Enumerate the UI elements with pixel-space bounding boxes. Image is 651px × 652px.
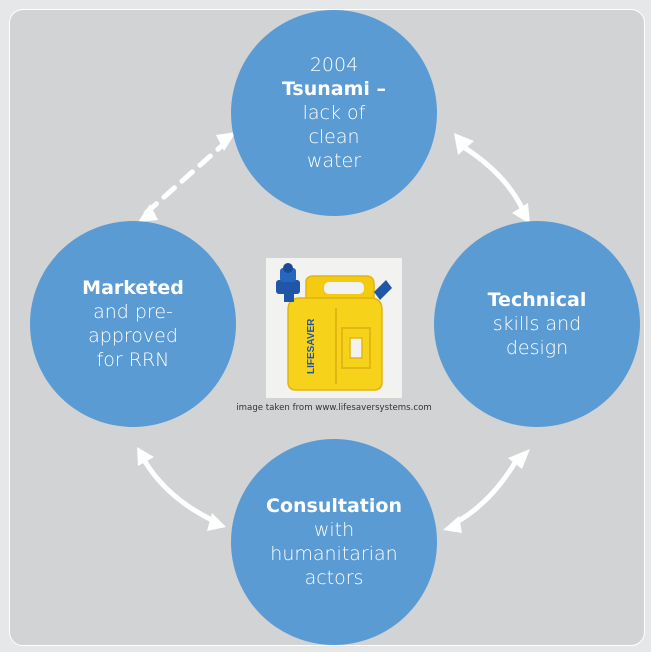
arrow-bottom-left: [141, 457, 215, 523]
node-technical: Technical skills and design: [434, 221, 640, 427]
arrowhead: [216, 132, 236, 151]
node-consultation-line: humanitarian: [270, 543, 398, 565]
arrow-top-right: [459, 143, 526, 213]
node-consultation-title: Consultation: [266, 495, 402, 517]
lifesaver-jerrycan-image: LIFESAVER: [266, 258, 402, 398]
arrow-left-top-dashed: [143, 140, 228, 216]
arrowhead: [512, 203, 530, 224]
node-tsunami: 2004 Tsunami – lack of clean water: [231, 10, 437, 216]
node-tsunami-line: water: [306, 150, 362, 172]
arrowhead: [207, 513, 226, 531]
arrowhead: [137, 447, 154, 466]
node-tsunami-line: clean: [308, 126, 360, 148]
node-consultation: Consultation with humanitarian actors: [231, 439, 437, 645]
arrow-right-bottom: [452, 458, 519, 526]
node-technical-line: design: [505, 337, 569, 359]
node-marketed-title: Marketed: [82, 277, 184, 299]
node-tsunami-title: Tsunami –: [281, 78, 387, 100]
node-consultation-line: with: [313, 519, 355, 541]
lifesaver-jerrycan-icon: LIFESAVER: [276, 263, 392, 391]
node-tsunami-year: 2004: [309, 54, 359, 76]
brand-label: LIFESAVER: [306, 318, 317, 374]
arrowhead: [138, 204, 158, 222]
node-marketed-line: for RRN: [96, 349, 170, 371]
node-marketed-line: approved: [88, 325, 178, 347]
node-technical-line: skills and: [492, 313, 582, 335]
node-marketed-line: and pre-: [93, 301, 173, 323]
node-consultation-line: actors: [304, 567, 364, 589]
arrowhead: [508, 449, 530, 469]
arrowhead: [454, 133, 474, 155]
node-technical-title: Technical: [487, 289, 587, 311]
node-marketed: Marketed and pre- approved for RRN: [30, 221, 236, 427]
arrowhead: [443, 516, 462, 533]
image-caption: image taken from www.lifesaversystems.co…: [236, 403, 432, 413]
node-tsunami-line: lack of: [302, 102, 366, 124]
